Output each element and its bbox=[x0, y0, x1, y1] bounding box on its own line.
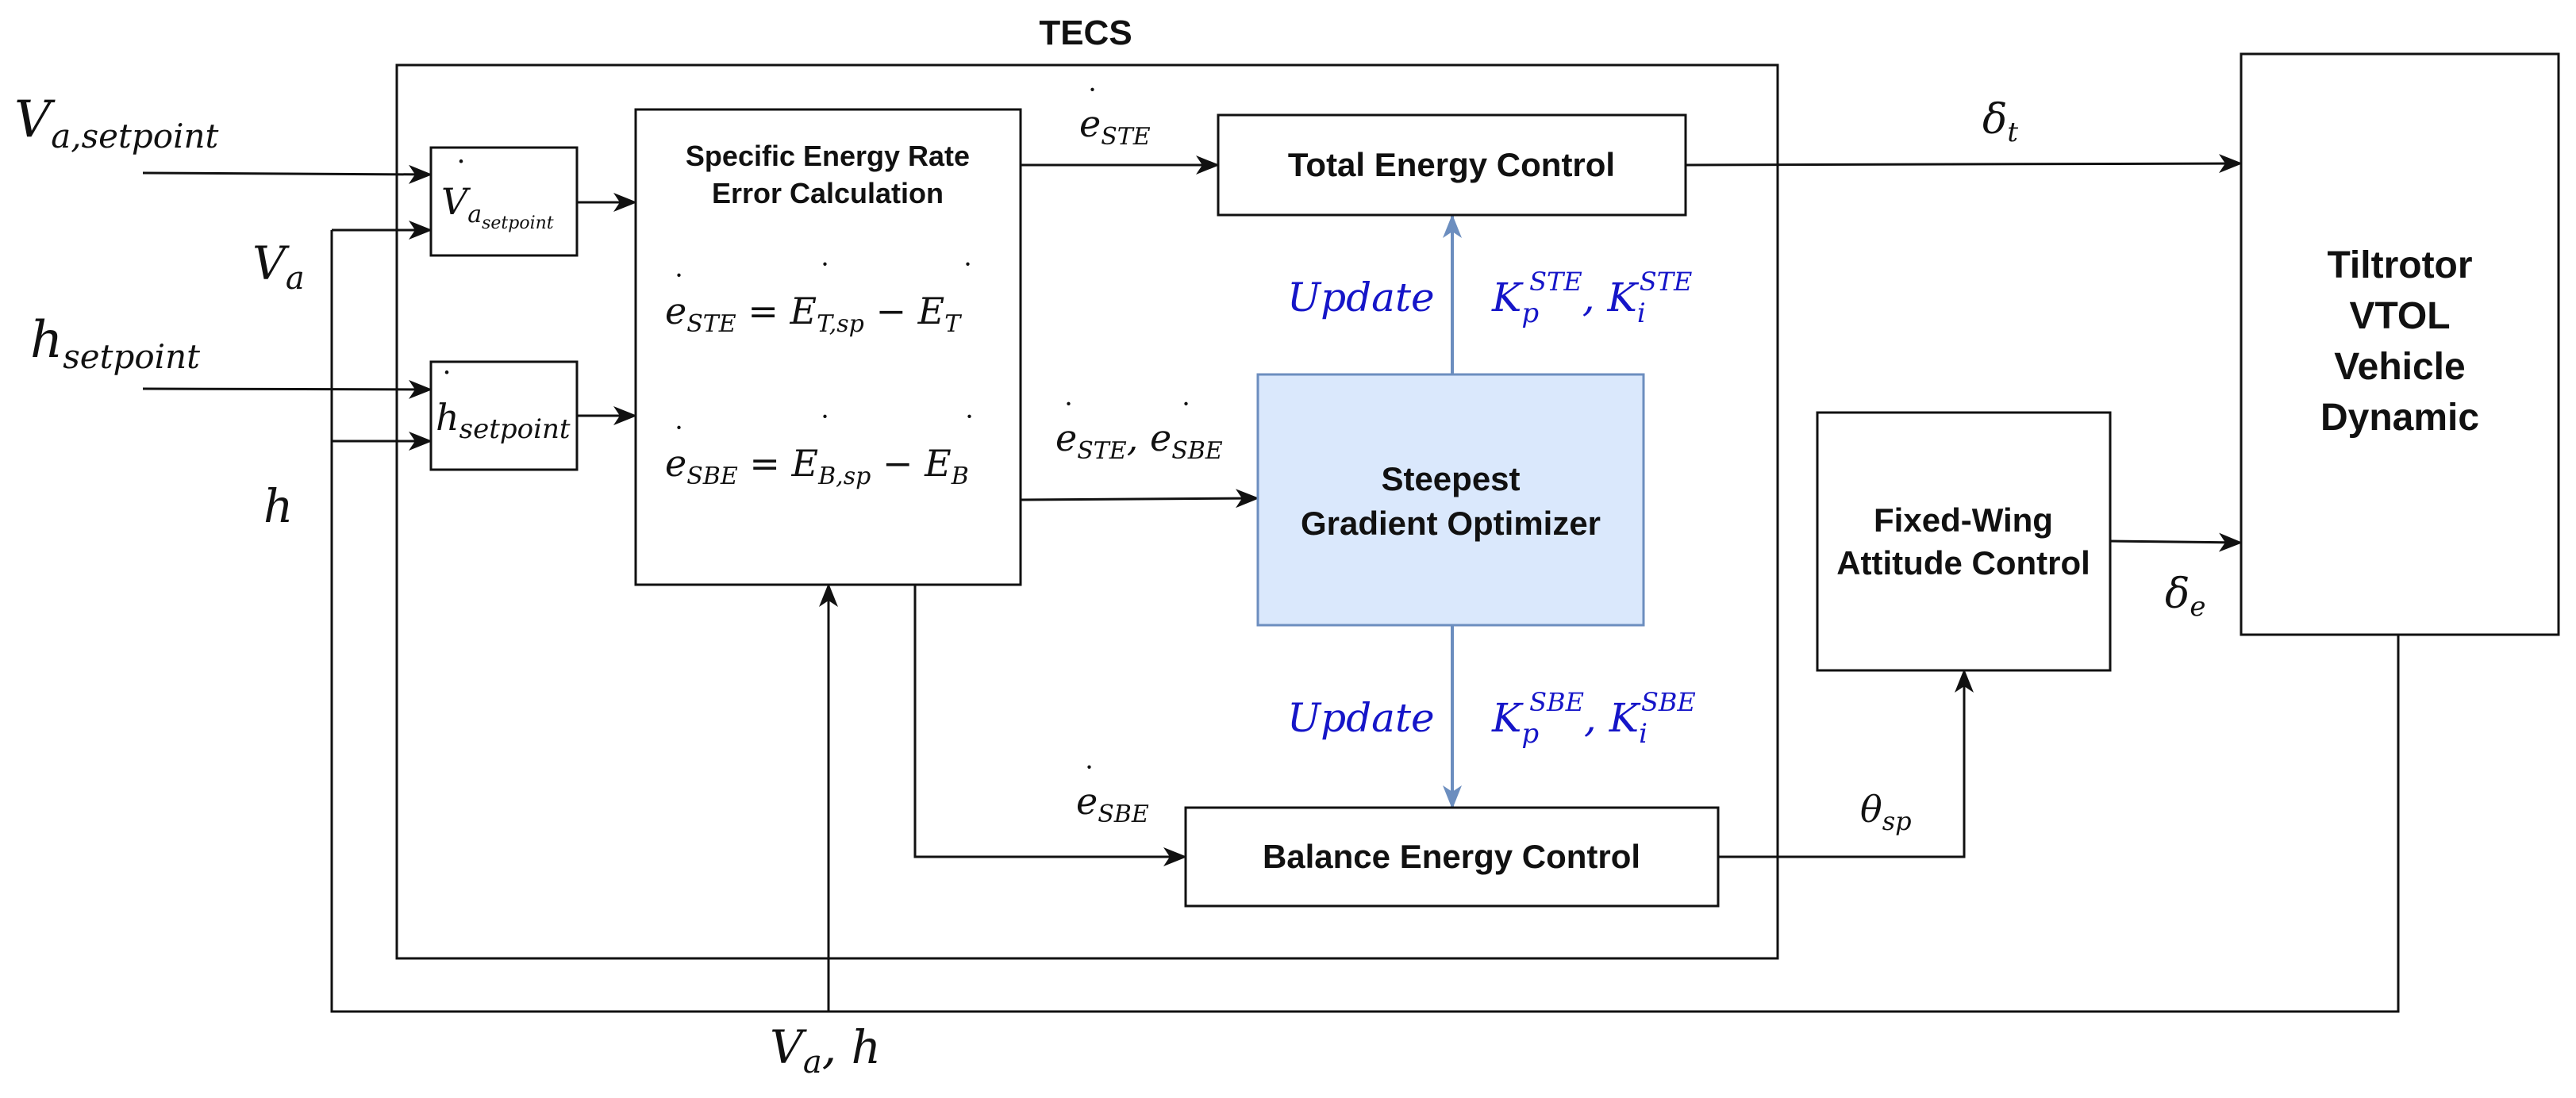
optimizer-block: Steepest Gradient Optimizer bbox=[1256, 373, 1645, 627]
update-sbe-gains: KpSBE, KiSBE bbox=[1491, 687, 1696, 750]
theta-sp-wire bbox=[1718, 669, 1974, 858]
svg-text:˙: ˙ bbox=[1085, 83, 1100, 118]
va-dot-subsub: setpoint bbox=[482, 213, 554, 233]
va-setpoint-label: Va,setpoint bbox=[14, 90, 219, 155]
va-dot-mark: ˙ bbox=[453, 155, 469, 192]
e-ste-sbe-wire bbox=[1020, 489, 1259, 509]
eq-ste: eSTE = ET,sp − ET bbox=[665, 290, 962, 338]
total-energy-control-block: Total Energy Control bbox=[1217, 113, 1687, 217]
vehicle-label-2: VTOL bbox=[2349, 295, 2450, 337]
error-calc-block: Specific Energy Rate Error Calculation e… bbox=[634, 108, 1022, 586]
feedback-label: Va, h bbox=[770, 1020, 881, 1081]
update-ste-word: Update bbox=[1287, 274, 1435, 321]
total-energy-label: Total Energy Control bbox=[1288, 146, 1615, 183]
va-dot-sub: a bbox=[467, 201, 482, 228]
va-dot-setpoint-block: Vasetpoint ˙ bbox=[429, 146, 579, 257]
balance-energy-control-block: Balance Energy Control bbox=[1184, 806, 1720, 908]
delta-t-label: δt bbox=[1982, 96, 2018, 148]
svg-text:eSBE: eSBE bbox=[1076, 780, 1149, 828]
svg-text:˙: ˙ bbox=[1082, 761, 1097, 796]
vehicle-label-1: Tiltrotor bbox=[2327, 244, 2472, 286]
attitude-label-1: Fixed-Wing bbox=[1874, 501, 2053, 539]
attitude-label-2: Attitude Control bbox=[1836, 544, 2090, 582]
feedback-loop-wire bbox=[330, 230, 2400, 1013]
va-label: Va bbox=[252, 236, 305, 297]
tecs-title: TECS bbox=[1039, 13, 1132, 52]
delta-e-wire bbox=[2109, 532, 2243, 552]
balance-energy-label: Balance Energy Control bbox=[1263, 838, 1640, 875]
svg-text:˙: ˙ bbox=[671, 421, 686, 456]
e-sbe-wire bbox=[913, 585, 1187, 866]
delta-t-wire bbox=[1685, 154, 2243, 174]
svg-text:˙: ˙ bbox=[671, 269, 686, 304]
e-ste-sbe-label: eSTE, eSBE ˙ ˙ bbox=[1055, 397, 1223, 465]
optimizer-label-1: Steepest bbox=[1381, 460, 1520, 497]
attitude-control-block: Fixed-Wing Attitude Control bbox=[1816, 411, 2112, 672]
svg-text:˙: ˙ bbox=[960, 258, 975, 293]
tecs-boundary bbox=[395, 63, 1779, 960]
svg-text:˙: ˙ bbox=[962, 410, 977, 445]
update-sbe-word: Update bbox=[1287, 695, 1435, 741]
h-label: h bbox=[263, 479, 293, 533]
eq-sbe: eSBE = EB,sp − EB bbox=[665, 442, 969, 490]
svg-text:Vasetpoint: Vasetpoint bbox=[441, 180, 554, 233]
vehicle-label-3: Vehicle bbox=[2334, 346, 2465, 388]
error-calc-title-1: Specific Energy Rate bbox=[686, 140, 970, 172]
h-dot-mark: ˙ bbox=[439, 367, 455, 403]
h-setpoint-label: hsetpoint bbox=[30, 311, 200, 376]
svg-text:˙: ˙ bbox=[1178, 397, 1194, 432]
eq-dot-marks: ˙ ˙ ˙ ˙ ˙ ˙ bbox=[671, 258, 977, 456]
e-sbe-label: eSBE ˙ bbox=[1076, 761, 1149, 828]
svg-text:eSTE, eSBE: eSTE, eSBE bbox=[1055, 417, 1223, 465]
svg-text:hsetpoint: hsetpoint bbox=[436, 396, 571, 445]
vehicle-label-4: Dynamic bbox=[2320, 397, 2479, 439]
optimizer-label-2: Gradient Optimizer bbox=[1301, 505, 1601, 542]
va-dot-base: V bbox=[441, 180, 471, 223]
svg-text:˙: ˙ bbox=[1061, 397, 1076, 432]
svg-text:˙: ˙ bbox=[817, 258, 832, 293]
h-dot-setpoint-block: hsetpoint ˙ bbox=[429, 360, 579, 471]
theta-sp-label: θsp bbox=[1860, 788, 1912, 836]
h-dot-sub: setpoint bbox=[459, 413, 571, 445]
h-dot-base: h bbox=[436, 396, 459, 439]
svg-text:˙: ˙ bbox=[817, 410, 832, 445]
error-calc-title-2: Error Calculation bbox=[712, 177, 944, 209]
e-ste-label: eSTE ˙ bbox=[1079, 83, 1151, 151]
h-setpoint-wire bbox=[142, 379, 433, 399]
delta-e-label: δe bbox=[2165, 570, 2205, 623]
update-ste-gains: KpSTE, KiSTE bbox=[1491, 267, 1692, 329]
svg-text:eSTE: eSTE bbox=[1079, 102, 1151, 151]
vehicle-dynamic-block: Tiltrotor VTOL Vehicle Dynamic bbox=[2240, 52, 2560, 636]
va-setpoint-wire bbox=[142, 164, 433, 184]
